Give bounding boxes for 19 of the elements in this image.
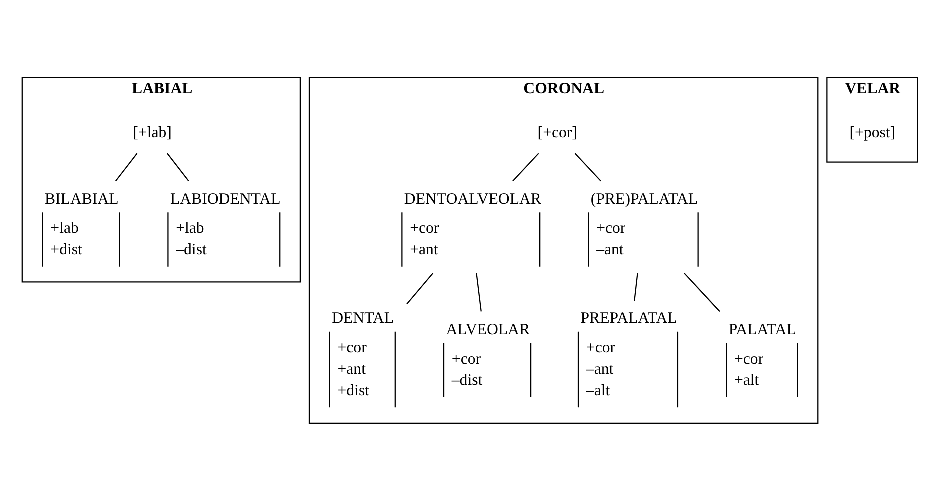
node-text: ALVEOLAR +cor –dist xyxy=(446,321,530,390)
node-text: [+post] xyxy=(850,124,896,142)
node-text: LABIODENTAL +lab –dist xyxy=(170,190,281,259)
connector xyxy=(167,153,190,182)
node-text: PALATAL +cor +alt xyxy=(728,321,796,390)
node-text: [+cor] xyxy=(538,124,578,142)
node-text: [+lab] xyxy=(133,124,172,142)
node-text: (PRE)PALATAL +cor –ant xyxy=(590,190,698,259)
node-text: PREPALATAL +cor –ant –alt xyxy=(580,310,678,400)
node-text: BILABIAL +lab +dist xyxy=(45,190,119,259)
connector xyxy=(406,272,434,305)
connector xyxy=(574,153,602,182)
connector xyxy=(634,273,638,302)
connector xyxy=(476,273,482,312)
connector xyxy=(684,272,720,312)
connector xyxy=(512,153,540,182)
node-text: DENTAL +cor +ant +dist xyxy=(332,310,394,400)
connector xyxy=(115,153,138,182)
node-text: DENTOALVEOLAR +cor +ant xyxy=(404,190,542,259)
